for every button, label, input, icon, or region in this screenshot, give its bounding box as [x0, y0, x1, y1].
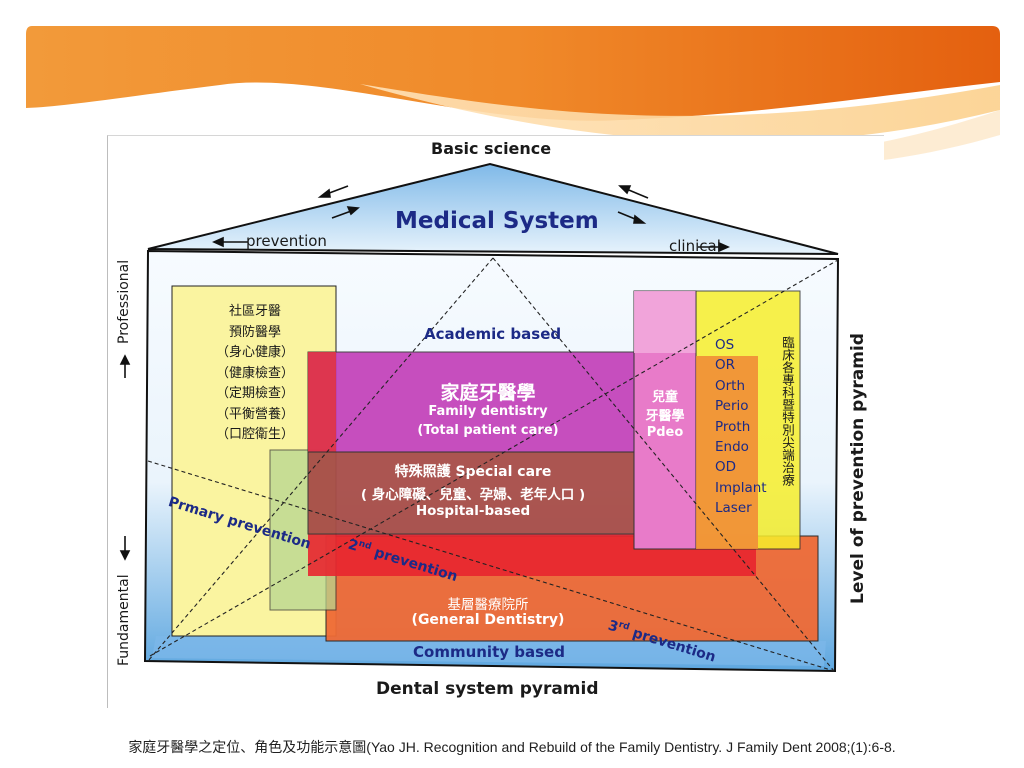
- header-wave-banner: [26, 26, 1000, 167]
- community-strip: [152, 636, 826, 666]
- specialty-vertical-label: 臨床各專科暨特別尖端治療: [780, 336, 795, 486]
- community-based-label: Community based: [413, 643, 565, 661]
- special-care-box: [307, 451, 639, 535]
- prevention-pyramid-label: Level of prevention pyramid: [848, 333, 868, 604]
- specialty-item: Laser: [715, 500, 752, 517]
- family-left-edge: [308, 352, 336, 452]
- diagram-shapes: [119, 162, 840, 673]
- specialty-item: Implant: [715, 479, 767, 496]
- specialty-item: Perio: [715, 398, 749, 415]
- roof-triangle: [147, 162, 839, 255]
- community-item: （定期檢查）: [215, 386, 294, 401]
- medical-system-title: Medical System: [395, 208, 599, 234]
- pedo-en: Pdeo: [646, 425, 684, 440]
- specialty-item: Orth: [715, 377, 746, 394]
- community-item: （身心健康）: [215, 345, 294, 360]
- clinical-label: clinical: [669, 237, 721, 255]
- pedo-column-top: [634, 291, 696, 353]
- roof-arrows: [212, 185, 730, 253]
- specialty-item: OD: [715, 459, 737, 476]
- specialty-item: Proth: [715, 418, 751, 435]
- family-dentistry-box: [307, 351, 639, 453]
- community-item: （平衡營養）: [215, 406, 294, 422]
- professional-label: Professional: [116, 259, 132, 344]
- dental-system-pyramid-label: Dental system pyramid: [376, 679, 599, 699]
- general-dentistry-zh: 基層醫療院所: [447, 597, 529, 613]
- academic-based-label: Academic based: [424, 325, 562, 343]
- special-care-groups: ( 身心障礙、兒童、孕婦、老年人口 ): [360, 487, 586, 503]
- community-item: 預防醫學: [228, 324, 281, 340]
- community-item: 社區牙醫: [228, 304, 281, 319]
- pedo-zh-2: 牙醫學: [645, 409, 685, 424]
- family-dentistry-zh: 家庭牙醫學: [440, 382, 536, 404]
- special-care-title: 特殊照護 Special care: [394, 464, 552, 480]
- pedo-zh-1: 兒童: [651, 390, 678, 405]
- community-item: （健康檢查）: [215, 365, 294, 381]
- specialty-item: Endo: [715, 439, 749, 456]
- specialty-item: OR: [715, 357, 736, 374]
- dental-system-diagram: Basic science Medical System prevention …: [107, 135, 884, 708]
- family-dentistry-en: Family dentistry: [428, 404, 548, 419]
- basic-science-label: Basic science: [431, 139, 552, 158]
- community-item: （口腔衛生）: [215, 427, 294, 442]
- total-patient-care: (Total patient care): [417, 423, 559, 438]
- specialty-overlap-top: [696, 356, 758, 549]
- figure-caption: 家庭牙醫學之定位、角色及功能示意圖(Yao JH. Recognition an…: [128, 739, 896, 755]
- specialty-item: OS: [715, 337, 735, 353]
- general-dentistry-en: (General Dentistry): [411, 612, 565, 628]
- dashed-pyramid-lines: [147, 257, 839, 672]
- fundamental-label: Fundamental: [116, 574, 132, 666]
- prevention-label: prevention: [246, 232, 327, 250]
- hospital-based-label: Hospital-based: [415, 503, 531, 519]
- specialty-list: OS OR Orth Perio Proth Endo OD Implant L…: [715, 335, 767, 519]
- side-arrows: [119, 354, 131, 561]
- community-dentistry-list: 社區牙醫 預防醫學 （身心健康） （健康檢查） （定期檢查） （平衡營養） （口…: [200, 302, 310, 446]
